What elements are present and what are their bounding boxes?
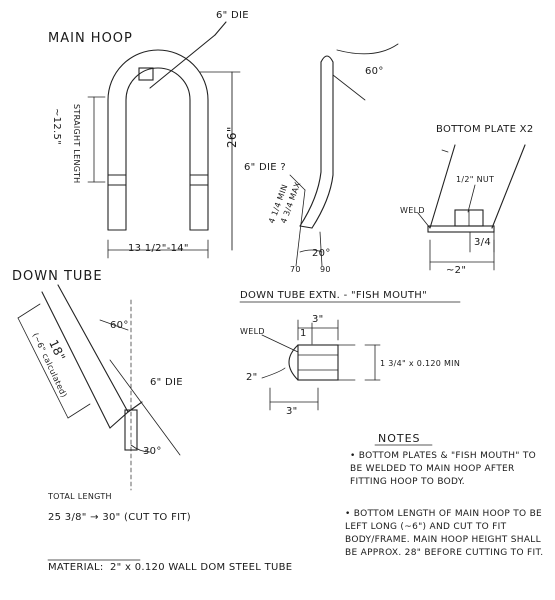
fish-mouth-top-dim: 3" — [312, 314, 324, 325]
hoop-angle-top-label: 60° — [365, 66, 384, 77]
material-label: MATERIAL: — [48, 562, 104, 573]
hoop-right-deg: 90 — [320, 265, 331, 274]
hoop-die2-label: 6" DIE ? — [244, 162, 286, 173]
main-hoop-front — [87, 21, 241, 259]
down-tube-title: DOWN TUBE — [12, 269, 103, 284]
notes-title: NOTES — [378, 432, 421, 445]
down-tube-sketch — [17, 284, 181, 491]
straight-length-label: ~12.5" — [51, 108, 62, 146]
down-tube-angle-top: 60° — [110, 320, 129, 331]
bottom-plate-weld: WELD — [400, 206, 425, 215]
main-hoop-title: MAIN HOOP — [48, 31, 133, 46]
straight-length-note: STRAIGHT LENGTH — [72, 104, 81, 184]
hoop-height-label: 26" — [225, 126, 239, 148]
down-tube-angle-bottom: 30° — [143, 446, 162, 457]
total-length-value: 25 3/8" → 30" (CUT TO FIT) — [48, 512, 191, 523]
fish-mouth-two: 2" — [246, 372, 258, 383]
total-length-label: TOTAL LENGTH — [48, 492, 112, 501]
note-item-2: • BOTTOM LENGTH OF MAIN HOOP TO BE LEFT … — [345, 509, 544, 559]
fish-mouth-title: DOWN TUBE EXTN. - "FISH MOUTH" — [240, 290, 428, 301]
fish-mouth-bottom-dim: 3" — [286, 406, 298, 417]
bottom-plate-height: 3/4 — [474, 237, 491, 248]
fish-mouth-sketch — [261, 319, 381, 411]
main-hoop-die-label: 6" DIE — [216, 10, 249, 21]
fish-mouth-dia: 1 3/4" x 0.120 MIN — [380, 359, 461, 368]
bottom-plate-sketch — [417, 144, 526, 271]
fish-mouth-weld: WELD — [240, 327, 265, 336]
note-item-1: • BOTTOM PLATES & "FISH MOUTH" TO BE WEL… — [350, 451, 537, 488]
down-tube-die: 6" DIE — [150, 377, 183, 388]
bottom-plate-width: ~2" — [446, 265, 467, 276]
material-value: 2" x 0.120 WALL DOM STEEL TUBE — [110, 562, 293, 573]
hoop-angle-bottom-label: 20° — [312, 248, 331, 259]
bottom-plate-title: BOTTOM PLATE X2 — [436, 124, 534, 135]
main-hoop-side — [289, 43, 399, 267]
hoop-left-deg: 70 — [290, 265, 301, 274]
hoop-width-label: 13 1/2"-14" — [128, 243, 189, 254]
bottom-plate-nut: 1/2" NUT — [456, 175, 495, 184]
fish-mouth-one: 1 — [300, 328, 307, 339]
